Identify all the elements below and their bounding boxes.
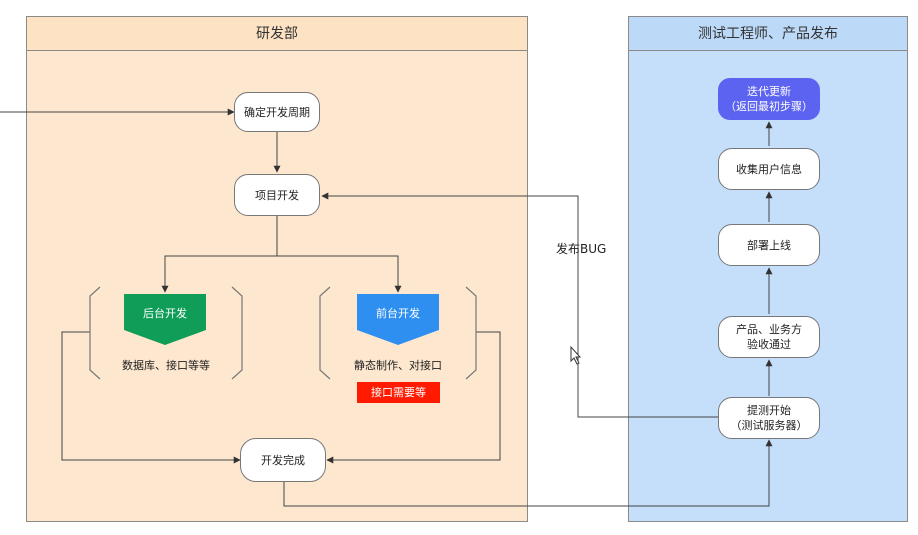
backend-bracket-right	[231, 286, 243, 380]
wait-api-label: 接口需要等	[371, 386, 426, 399]
edge-split-frontend	[277, 255, 402, 293]
backend-dev-label: 后台开发	[143, 307, 187, 320]
edge-project-split	[161, 216, 278, 293]
node-collect-info-label: 收集用户信息	[736, 162, 802, 176]
edge-frontend-done	[326, 331, 501, 464]
node-test-start-line1: 提测开始	[747, 404, 791, 417]
node-acceptance-line2: 验收通过	[747, 338, 791, 351]
node-deploy: 部署上线	[718, 224, 820, 266]
edge-backend-done	[61, 331, 241, 464]
node-iterate: 迭代更新 （返回最初步骤）	[718, 78, 820, 120]
frontend-desc: 静态制作、对接口	[354, 359, 442, 372]
node-dev-done: 开发完成	[240, 438, 326, 482]
mouse-cursor-icon	[570, 345, 582, 365]
node-iterate-line2: （返回最初步骤）	[725, 100, 813, 113]
wait-api-badge: 接口需要等	[357, 382, 440, 403]
node-collect-info: 收集用户信息	[718, 148, 820, 190]
node-iterate-line1: 迭代更新	[747, 85, 791, 98]
node-confirm-cycle-label: 确定开发周期	[244, 105, 310, 119]
node-test-start: 提测开始 （测试服务器）	[718, 397, 820, 439]
backend-shape	[124, 294, 206, 345]
frontend-dev-label: 前台开发	[376, 307, 420, 320]
edge-bug	[321, 192, 718, 418]
test-lane-title: 测试工程师、产品发布	[629, 17, 907, 51]
frontend-shape	[357, 294, 439, 345]
backend-desc: 数据库、接口等等	[122, 359, 210, 372]
node-test-start-line2: （测试服务器）	[730, 419, 808, 432]
node-project-dev: 项目开发	[234, 174, 320, 216]
node-confirm-cycle: 确定开发周期	[234, 92, 320, 132]
frontend-bracket-left	[319, 286, 331, 380]
node-acceptance-line1: 产品、业务方	[736, 323, 802, 336]
node-acceptance: 产品、业务方 验收通过	[718, 316, 820, 358]
frontend-bracket-right	[465, 286, 477, 380]
node-project-dev-label: 项目开发	[255, 188, 299, 202]
bug-edge-label: 发布BUG	[556, 242, 607, 256]
dev-lane-title: 研发部	[27, 17, 527, 51]
backend-bracket-left	[89, 286, 101, 380]
edge-done-test	[283, 439, 773, 507]
node-deploy-label: 部署上线	[747, 238, 791, 252]
node-dev-done-label: 开发完成	[261, 453, 305, 467]
